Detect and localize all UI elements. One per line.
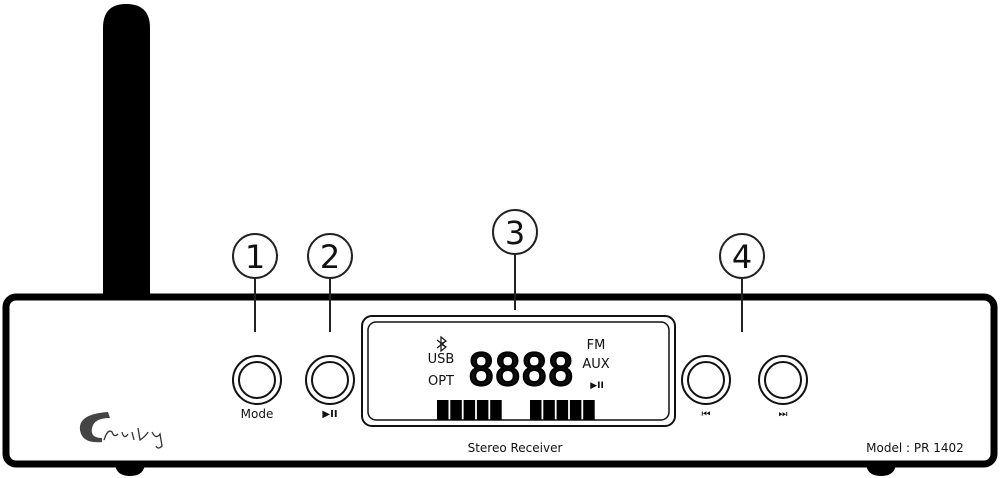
bluetooth-icon (436, 335, 448, 353)
previous-button[interactable] (681, 355, 731, 405)
mode-button[interactable] (232, 355, 282, 405)
fm-indicator: FM (587, 338, 606, 353)
callout-1-number: 1 (245, 238, 265, 276)
mode-label: Mode (241, 407, 274, 421)
level-bar (569, 400, 582, 420)
level-bar (450, 400, 462, 420)
next-button[interactable] (758, 355, 808, 405)
callout-1: 1 (232, 233, 278, 332)
play-pause-indicator: ▶II (590, 381, 604, 391)
segment-digits: 8888 (468, 345, 574, 396)
level-bar (583, 400, 595, 420)
opt-indicator: OPT (428, 374, 454, 389)
callout-4-number: 4 (732, 238, 752, 276)
device-name: Stereo Receiver (468, 441, 563, 455)
level-bar (490, 400, 502, 420)
play-pause-icon: ▶II (322, 409, 337, 420)
aux-indicator: AUX (582, 357, 609, 372)
callout-2: 2 (307, 233, 353, 332)
level-bar (556, 400, 569, 420)
level-bar (530, 400, 542, 420)
callout-2-number: 2 (320, 238, 340, 276)
level-bar (476, 400, 489, 420)
callout-3-number: 3 (505, 214, 525, 252)
lcd-display: USB OPT 8888 FM AUX ▶II (361, 315, 676, 427)
next-icon: ⏭ (779, 409, 788, 420)
level-bar (437, 400, 449, 420)
usb-indicator: USB (428, 352, 455, 367)
antenna (103, 4, 150, 295)
level-bar (543, 400, 555, 420)
model-label: Model : PR 1402 (866, 441, 964, 455)
level-bar (463, 400, 476, 420)
callout-3: 3 (492, 209, 538, 310)
previous-icon: ⏮ (702, 409, 711, 420)
clarity-logo (79, 412, 163, 449)
level-bars-left (437, 400, 502, 420)
play-pause-button[interactable] (305, 355, 355, 405)
callout-4: 4 (719, 233, 765, 332)
level-bars-right (530, 400, 595, 420)
